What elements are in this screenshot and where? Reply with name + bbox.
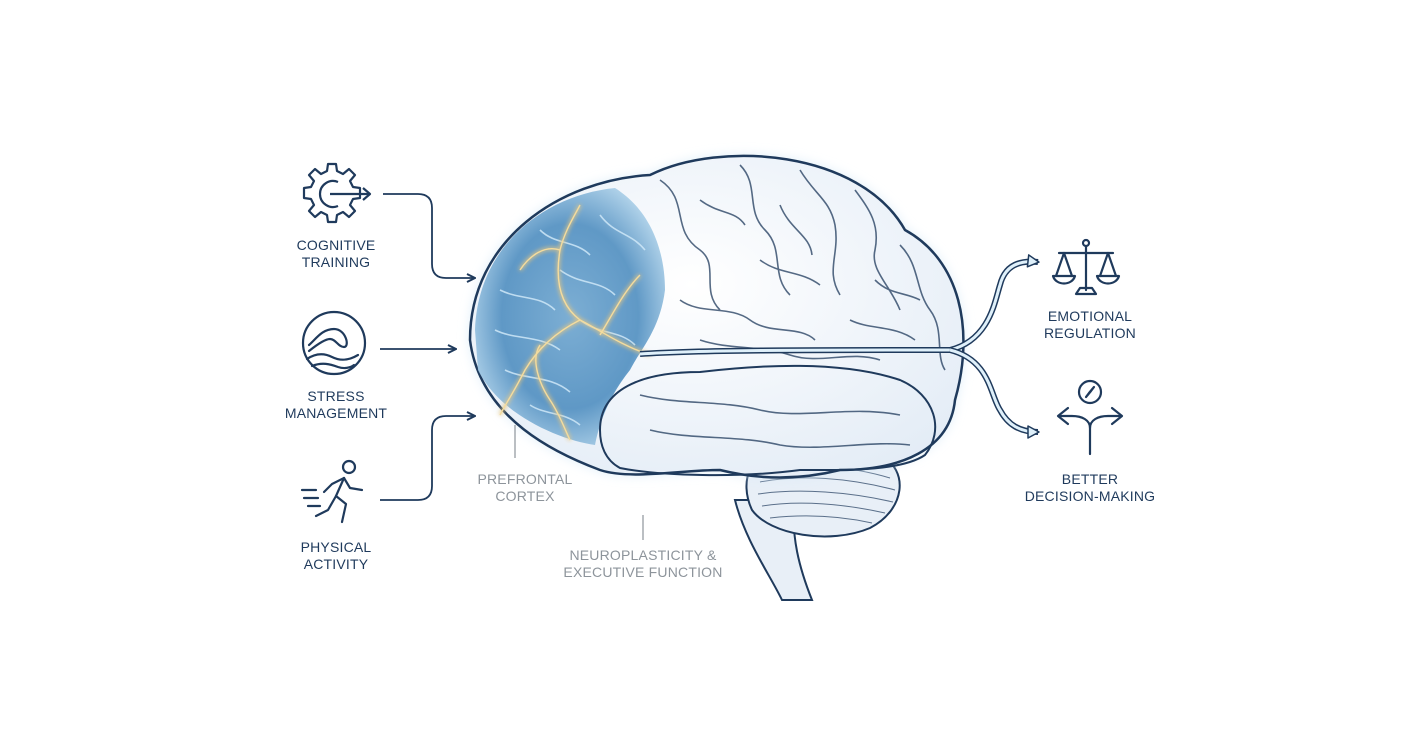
output-pathway (639, 254, 1040, 439)
output-label-emotional-regulation: EMOTIONAL REGULATION (1044, 308, 1136, 341)
input-arrows (380, 193, 474, 501)
arrow-cognitive (383, 193, 474, 278)
input-label-stress-management: STRESS MANAGEMENT (284, 388, 388, 421)
brain-function-label: NEUROPLASTICITY & EXECUTIVE FUNCTION (563, 547, 723, 580)
prefrontal-gyri (494, 214, 646, 426)
brain-region-label: PREFRONTAL CORTEX (477, 471, 573, 504)
input-label-cognitive-training: COGNITIVE TRAINING (296, 237, 376, 270)
prefrontal-cortex-region (475, 188, 665, 445)
compass-split-arrows-icon (1056, 379, 1124, 456)
input-label-physical-activity: PHYSICAL ACTIVITY (300, 539, 372, 572)
output-label-decision-making: BETTER DECISION-MAKING (1024, 471, 1156, 504)
brain-illustration (468, 154, 965, 601)
temporal-lobe (598, 364, 937, 477)
brain-gyri (639, 164, 946, 449)
wave-circle-icon (301, 310, 367, 376)
balance-scale-icon (1051, 238, 1121, 296)
gear-arrow-icon (302, 162, 372, 224)
arrow-physical (380, 416, 474, 501)
glow-pathways-core (499, 204, 651, 441)
running-person-icon (300, 459, 364, 524)
